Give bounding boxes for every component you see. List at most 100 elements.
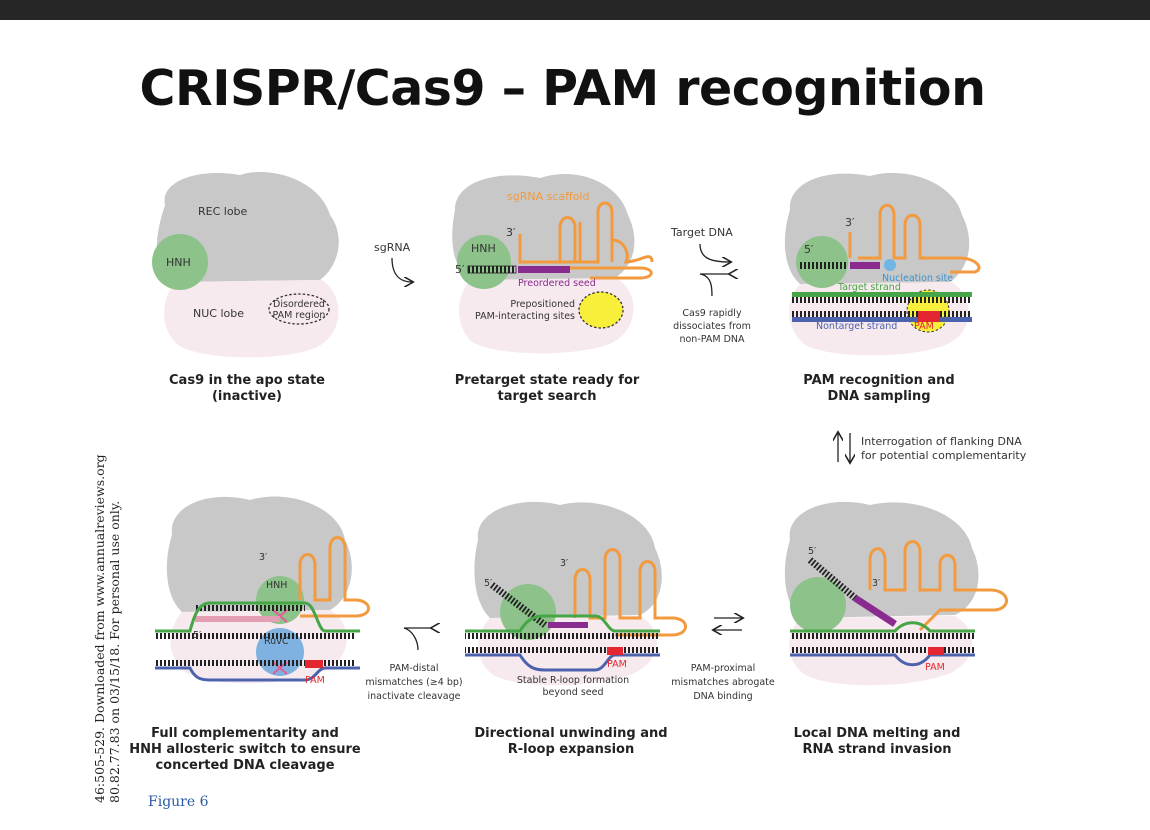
sgrna-arrow [391,257,412,282]
hnh-label: HNH [166,256,191,269]
download-note: 46:505-529. Downloaded from www.annualre… [92,454,122,803]
pam-sequence [928,647,944,655]
panel-pam-recognition: 3′ 5′ Nucleation site Target strand Nont… [784,172,981,404]
dna-rungs-top [465,633,660,639]
caption-pam-1: PAM recognition and [803,373,954,388]
panel-melting: 5′ 3′ PAM Local DNA melting and RNA stra… [784,501,1008,757]
nontarget-strand [792,317,972,322]
disordered-label-1: Disordered [273,299,325,310]
five-prime-label: 5′ [455,263,465,276]
pam-sequence [607,647,623,655]
five-prime-label: 5′ [804,243,814,256]
five-prime-label: 5′ [808,546,816,557]
caption-melting-1: Local DNA melting and [794,726,961,741]
dna-rungs-top [155,633,355,639]
disordered-label-2: PAM region [273,310,326,321]
sgrna-scaffold [518,201,614,264]
hybrid-rungs [195,605,305,611]
hnh-domain [256,576,304,624]
sgrna [298,536,370,618]
nontarget-strand [155,666,360,682]
pam-proximal-3: DNA binding [693,691,752,702]
prepositioned-label-2: PAM-interacting sites [475,311,575,322]
pam-sequence [918,311,940,322]
seed [548,622,588,628]
target-strand [792,292,972,297]
dna-rungs-bottom [465,647,660,653]
dna-rungs-bottom [155,660,355,666]
nontarget-strand [790,653,975,667]
caption-cleavage-2: HNH allosteric switch to ensure [129,742,361,757]
rec-lobe [166,496,352,612]
hnh-domain [790,577,846,633]
sgrna-tail [570,266,653,280]
target-strand [465,614,660,633]
hnh-label: HNH [471,242,496,255]
rec-lobe-label: REC lobe [198,205,248,218]
panel-cleavage: 3′ 5′ HNH RuvC PAM Full complementarity … [129,496,370,773]
spacer [467,265,517,274]
hnh-label: HNH [266,580,287,591]
panel-pretarget: sgRNA scaffold 3′ HNH 5′ Preordered seed… [452,173,654,404]
ruvc-label: RuvC [264,636,289,647]
nuc-lobe-label: NUC lobe [193,307,244,320]
target-strand-label: Target strand [837,282,901,293]
dissociates-3: non-PAM DNA [679,334,745,345]
pam-proximal-2: mismatches abrogate [671,677,775,688]
seed [853,595,897,627]
dissociates-1: Cas9 rapidly [682,308,742,319]
sgrna [848,203,981,274]
spacer [800,262,848,269]
forward-arrow [699,243,730,262]
nucleation-site [884,259,896,271]
nucleation-label: Nucleation site [882,273,953,284]
transition-pam-distal: PAM-distal mismatches (≥4 bp) inactivate… [365,628,463,702]
top-bar [0,0,1150,20]
three-prime-label: 3′ [560,558,568,569]
sgrna [868,540,1008,632]
reverse-arrow [699,274,730,297]
pam-distal-1: PAM-distal [389,663,438,674]
transition-interrogation: Interrogation of flanking DNA for potent… [838,433,1027,462]
figure-label: Figure 6 [148,794,209,810]
caption-unwinding-1: Directional unwinding and [474,726,667,741]
five-prime-label: 5′ [484,578,492,589]
caption-apo-1: Cas9 in the apo state [169,373,325,388]
sgrna [573,548,687,637]
nuc-lobe [164,280,339,358]
target-rungs [792,297,972,303]
pam-proximal-1: PAM-proximal [691,663,755,674]
caption-pretarget-1: Pretarget state ready for [455,373,640,388]
transition-pam-proximal: PAM-proximal mismatches abrogate DNA bin… [671,618,775,702]
hnh-domain [457,235,511,289]
dissociates-2: dissociates from [673,321,751,332]
pam-label: PAM [305,675,325,686]
caption-cleavage-1: Full complementarity and [151,726,339,741]
three-prime-label: 3′ [845,216,855,229]
target-dna-label: Target DNA [670,226,733,239]
hnh-domain [152,234,208,290]
spacer [807,557,858,601]
rloop-2: beyond seed [542,687,603,698]
pam-label: PAM [914,321,934,332]
pam-distal-3: inactivate cleavage [368,691,461,702]
pam-distal-2: mismatches (≥4 bp) [365,677,462,688]
sgrna-label: sgRNA [374,241,411,254]
pam-label: PAM [607,659,627,670]
three-prime-label: 3′ [506,226,516,239]
rloop-1: Stable R-loop formation [517,675,629,686]
rna-dna-hybrid [195,616,280,622]
seed-label: Preordered seed [518,278,596,289]
preordered-seed [518,266,570,273]
dna-rungs-top [790,633,975,639]
disordered-pam-region [268,293,330,325]
slide-title: CRISPR/Cas9 – PAM recognition [139,60,986,117]
caption-cleavage-3: concerted DNA cleavage [155,758,334,773]
seed [850,262,880,269]
nontarget-rungs [792,311,972,317]
pam-label: PAM [925,662,945,673]
pam-sequence [305,660,323,668]
caption-pretarget-2: target search [498,389,597,404]
scaffold-label: sgRNA scaffold [507,190,589,203]
sgrna-loop [558,216,577,262]
